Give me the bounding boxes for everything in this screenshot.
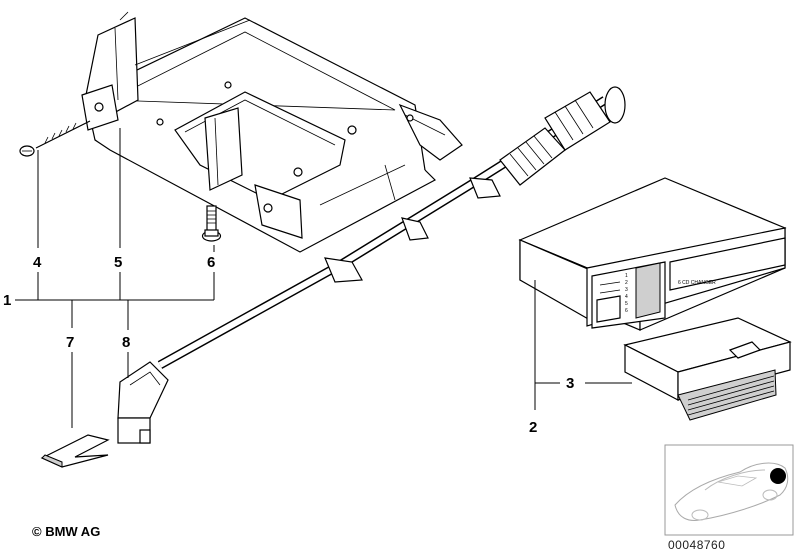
hex-bolt xyxy=(201,205,222,242)
callout-leaders xyxy=(15,128,632,428)
slot-number-6: 6 xyxy=(625,308,628,314)
device-label: 6 CD CHANGER xyxy=(678,280,716,286)
slot-number-3: 3 xyxy=(625,287,628,293)
callout-1: 1 xyxy=(3,292,11,309)
connecting-cable xyxy=(117,86,626,444)
adhesive-clip xyxy=(40,434,110,468)
round-connector xyxy=(499,86,626,186)
callout-6: 6 xyxy=(207,254,215,271)
cd-changer-unit: 6 CD CHANGER 1 2 3 4 5 6 xyxy=(518,177,787,331)
slot-number-4: 4 xyxy=(625,294,628,300)
slot-number-1: 1 xyxy=(625,273,628,279)
callout-5: 5 xyxy=(114,254,122,271)
mounting-bracket xyxy=(81,11,463,253)
cd-magazine xyxy=(623,317,792,421)
location-marker-icon xyxy=(770,468,786,484)
angled-plug xyxy=(117,361,169,444)
callout-8: 8 xyxy=(122,334,130,351)
document-number: 00048760 xyxy=(668,538,726,552)
self-tapping-screw xyxy=(19,120,91,157)
copyright-notice: © BMW AG xyxy=(32,524,101,539)
slot-number-2: 2 xyxy=(625,280,628,286)
callout-2: 2 xyxy=(529,419,537,436)
callout-4: 4 xyxy=(33,254,42,271)
callout-7: 7 xyxy=(66,334,74,351)
car-outline-icon xyxy=(674,462,789,521)
vehicle-thumbnail xyxy=(664,444,794,536)
slot-number-5: 5 xyxy=(625,301,628,307)
callout-3: 3 xyxy=(566,375,574,392)
